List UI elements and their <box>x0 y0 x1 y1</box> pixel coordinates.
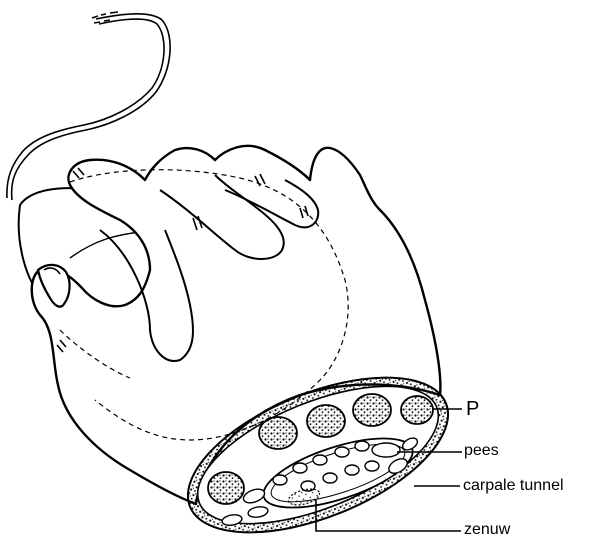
tendon <box>353 394 391 426</box>
tendon <box>208 472 244 504</box>
label-pees: pees <box>464 443 499 459</box>
label-zenuw: zenuw <box>464 522 510 538</box>
label-carpale-tunnel: carpale tunnel <box>463 478 564 494</box>
tendon <box>259 417 297 449</box>
tendon <box>307 405 345 437</box>
tendon-p <box>401 396 433 424</box>
label-p: P <box>466 399 479 419</box>
